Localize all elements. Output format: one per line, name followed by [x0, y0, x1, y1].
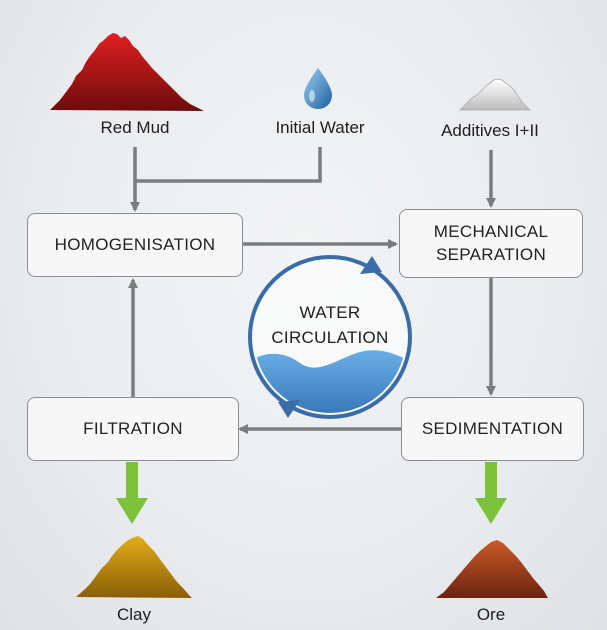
- mechanical-separation-label-line2: SEPARATION: [435, 244, 547, 264]
- water-circulation-label: WATER CIRCULATION: [250, 301, 410, 350]
- input-connectors: [130, 147, 496, 212]
- homogenisation-label: HOMOGENISATION: [54, 234, 216, 254]
- water-circulation-line1: WATER: [299, 303, 361, 322]
- water-drop-icon: [304, 68, 332, 109]
- sedimentation-box: SEDIMENTATION: [401, 397, 584, 461]
- process-arrows: [128, 239, 496, 434]
- additives-label: Additives I+II: [441, 121, 539, 140]
- mechanical-separation-box: MECHANICAL SEPARATION: [399, 209, 583, 278]
- sedimentation-label: SEDIMENTATION: [421, 418, 564, 438]
- filtration-box: FILTRATION: [27, 397, 239, 461]
- red-mud-pile-icon: [50, 33, 204, 111]
- ore-pile-icon: [436, 540, 548, 598]
- clay-label: Clay: [116, 605, 151, 624]
- homogenisation-box: HOMOGENISATION: [27, 213, 243, 277]
- mechanical-separation-label-line1: MECHANICAL: [433, 221, 549, 241]
- clay-pile-icon: [76, 536, 192, 598]
- water-circulation-line2: CIRCULATION: [271, 327, 389, 347]
- initial-water-label: Initial Water: [275, 118, 365, 137]
- ore-label: Ore: [476, 605, 506, 624]
- filtration-label: FILTRATION: [83, 418, 183, 438]
- red-mud-label: Red Mud: [100, 118, 170, 137]
- additives-pile-icon: [459, 78, 531, 111]
- output-arrows: [116, 462, 507, 524]
